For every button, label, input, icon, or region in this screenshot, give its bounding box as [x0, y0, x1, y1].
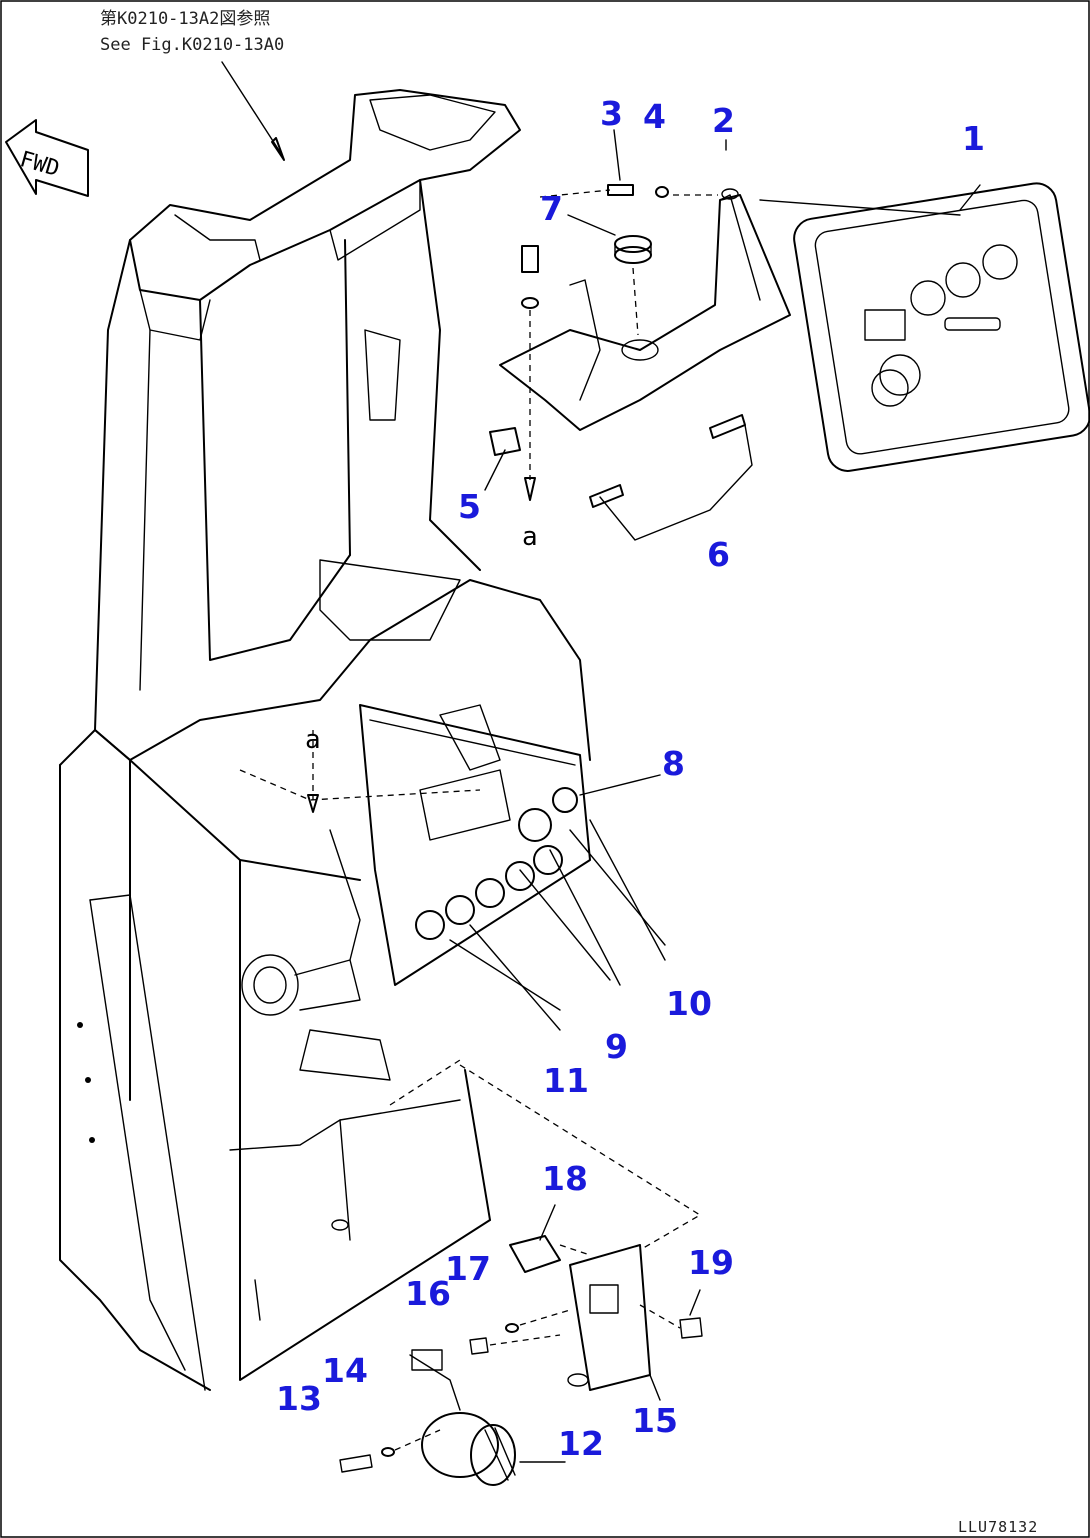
callout-1: 1	[962, 119, 985, 158]
bolt-19	[679, 1317, 703, 1339]
instrument-monitor	[793, 182, 1090, 472]
connection-letter-a-bottom: a	[305, 725, 321, 755]
callout-7: 7	[540, 189, 563, 228]
screw-13	[339, 1454, 373, 1473]
callout-4: 4	[643, 97, 666, 136]
callout-17: 17	[445, 1249, 491, 1288]
callout-10: 10	[666, 984, 712, 1023]
monitor-bracket	[499, 188, 791, 431]
grommet	[614, 235, 652, 264]
callout-18: 18	[542, 1159, 588, 1198]
clip-6a	[589, 484, 624, 508]
callout-15: 15	[632, 1401, 678, 1440]
callout-5: 5	[458, 487, 481, 526]
callout-numbers: 1 2 3 4 5 6 7 8 9 10 11 12 13 14 15 16 1…	[276, 94, 985, 1463]
reference-arrowhead	[271, 137, 285, 161]
callout-6: 6	[707, 535, 730, 574]
console-column	[59, 89, 591, 1391]
washer-4	[655, 186, 669, 198]
arrow-a-top	[524, 477, 536, 501]
washer-14	[381, 1447, 395, 1457]
callout-11: 11	[543, 1061, 589, 1100]
washer-17	[505, 1323, 519, 1333]
bolt-with-washer	[521, 245, 539, 309]
arrow-a-bottom	[307, 794, 319, 813]
reference-note-jp: 第K0210-13A2図参照	[100, 9, 270, 29]
leader-lines	[449, 129, 981, 1463]
bolt-16	[469, 1337, 489, 1355]
assembly-lines	[239, 189, 718, 1451]
relay-18	[509, 1235, 561, 1273]
rotary-switch-12	[409, 1349, 516, 1486]
callout-14: 14	[322, 1351, 368, 1390]
drawing-code: LLU78132	[958, 1518, 1038, 1536]
callout-2: 2	[712, 101, 735, 140]
callout-8: 8	[662, 744, 685, 783]
switch-panel	[359, 704, 591, 986]
callout-19: 19	[688, 1243, 734, 1282]
callout-9: 9	[605, 1027, 628, 1066]
reference-leader	[221, 61, 283, 156]
callout-12: 12	[558, 1424, 604, 1463]
connection-letter-a-top: a	[522, 522, 538, 552]
callout-3: 3	[600, 94, 623, 133]
switch-knobs	[415, 787, 578, 940]
clip-5	[489, 427, 521, 456]
callout-16: 16	[405, 1274, 451, 1313]
callout-13: 13	[276, 1379, 322, 1418]
reference-note-en: See Fig.K0210-13A0	[100, 35, 284, 55]
